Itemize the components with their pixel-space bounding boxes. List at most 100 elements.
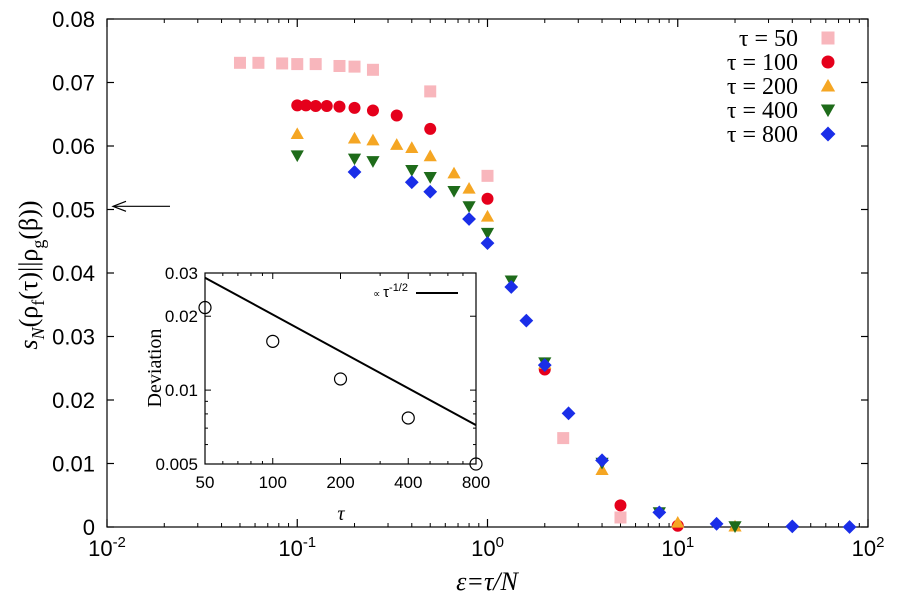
data-point (423, 149, 437, 162)
inset-y-tick-label: 0.01 (165, 381, 198, 400)
data-point (366, 133, 380, 146)
data-point (276, 57, 289, 70)
inset-y-tick-label: 0.005 (155, 455, 198, 474)
legend-marker (820, 126, 836, 142)
data-point (290, 150, 304, 163)
y-tick-label: 0.02 (52, 388, 95, 413)
legend-label: τ = 800 (727, 122, 798, 148)
inset-data-point (333, 372, 348, 386)
inset-x-tick-label: 800 (462, 473, 490, 492)
legend-marker (820, 104, 836, 118)
series-0 (233, 56, 627, 524)
data-point (299, 99, 312, 112)
legend-label: τ = 100 (727, 50, 798, 76)
data-point (333, 100, 346, 113)
data-point (291, 99, 304, 112)
inset-frame (204, 272, 477, 465)
legend-marker (820, 78, 836, 92)
y-tick-label: 0.01 (52, 452, 95, 477)
data-point (424, 122, 437, 135)
data-point (348, 60, 361, 73)
inset-x-label: τ (337, 503, 345, 525)
x-axis-label: ε=τ/N (456, 567, 519, 596)
x-tick-label: 10-2 (88, 534, 126, 561)
legend-marker (821, 55, 835, 69)
legend-label: τ = 50 (739, 26, 798, 52)
data-point (504, 280, 519, 294)
inset-y-tick-label: 0.03 (165, 264, 198, 283)
data-point (480, 227, 495, 240)
inset-x-tick-label: 100 (259, 473, 287, 492)
inset-x-tick-label: 200 (326, 473, 354, 492)
y-axis-label: sN(ρf(τ)||ρg(β)) (14, 200, 48, 349)
data-point (842, 520, 857, 534)
inset-data-point (469, 457, 483, 471)
data-point (537, 358, 552, 372)
data-point (709, 516, 724, 531)
data-point (333, 59, 346, 72)
data-point (291, 58, 304, 71)
data-point (614, 499, 627, 512)
inset-fit-line (204, 276, 477, 427)
data-point (366, 156, 380, 168)
data-point (347, 153, 362, 166)
series-1 (291, 99, 684, 532)
data-point (480, 209, 495, 222)
arrow-head (111, 200, 127, 212)
data-point (462, 212, 476, 226)
data-point (233, 56, 246, 69)
data-point (320, 99, 333, 112)
data-point (462, 201, 476, 213)
inset-data-point (266, 334, 280, 348)
inset-x-tick-label: 400 (394, 473, 422, 492)
y-tick-label: 0 (83, 515, 95, 540)
data-point (595, 453, 609, 468)
data-point (671, 515, 685, 528)
data-point (366, 63, 379, 76)
legend-label: τ = 200 (727, 74, 798, 100)
x-tick-label: 101 (661, 534, 694, 561)
data-point (252, 56, 265, 69)
legend-label: τ = 400 (727, 98, 798, 124)
y-tick-label: 0.06 (52, 134, 95, 159)
data-point (423, 172, 437, 184)
x-tick-label: 100 (471, 534, 504, 561)
data-point (614, 511, 627, 524)
y-tick-label: 0.05 (52, 198, 95, 223)
data-point (366, 104, 379, 117)
inset-data-point (198, 300, 212, 315)
data-point (480, 236, 495, 251)
data-point (290, 127, 304, 140)
data-point (347, 131, 362, 144)
data-point (405, 141, 419, 154)
data-point (557, 432, 570, 445)
y-tick-label: 0.08 (52, 7, 95, 32)
data-point (652, 505, 667, 520)
data-point (309, 99, 322, 112)
inset-y-label: Deviation (144, 329, 166, 408)
inset-legend-label: ∝ τ-1/2 (373, 282, 408, 301)
y-tick-label: 0.07 (52, 71, 95, 96)
y-tick-label: 0.04 (52, 261, 95, 286)
data-point (728, 521, 742, 533)
series-4 (347, 165, 857, 534)
inset-data-point (401, 411, 415, 425)
data-point (785, 519, 800, 534)
data-point (309, 58, 322, 71)
data-point (561, 406, 576, 421)
x-tick-label: 102 (852, 534, 885, 561)
data-point (481, 192, 494, 205)
data-point (348, 101, 361, 114)
data-point (462, 181, 476, 194)
legend-marker (821, 31, 835, 45)
inset-y-tick-label: 0.02 (165, 307, 198, 326)
y-tick-label: 0.03 (52, 325, 95, 350)
data-point (424, 85, 437, 98)
data-point (404, 175, 419, 190)
data-point (481, 169, 494, 182)
data-point (347, 165, 362, 179)
data-point (519, 313, 534, 328)
